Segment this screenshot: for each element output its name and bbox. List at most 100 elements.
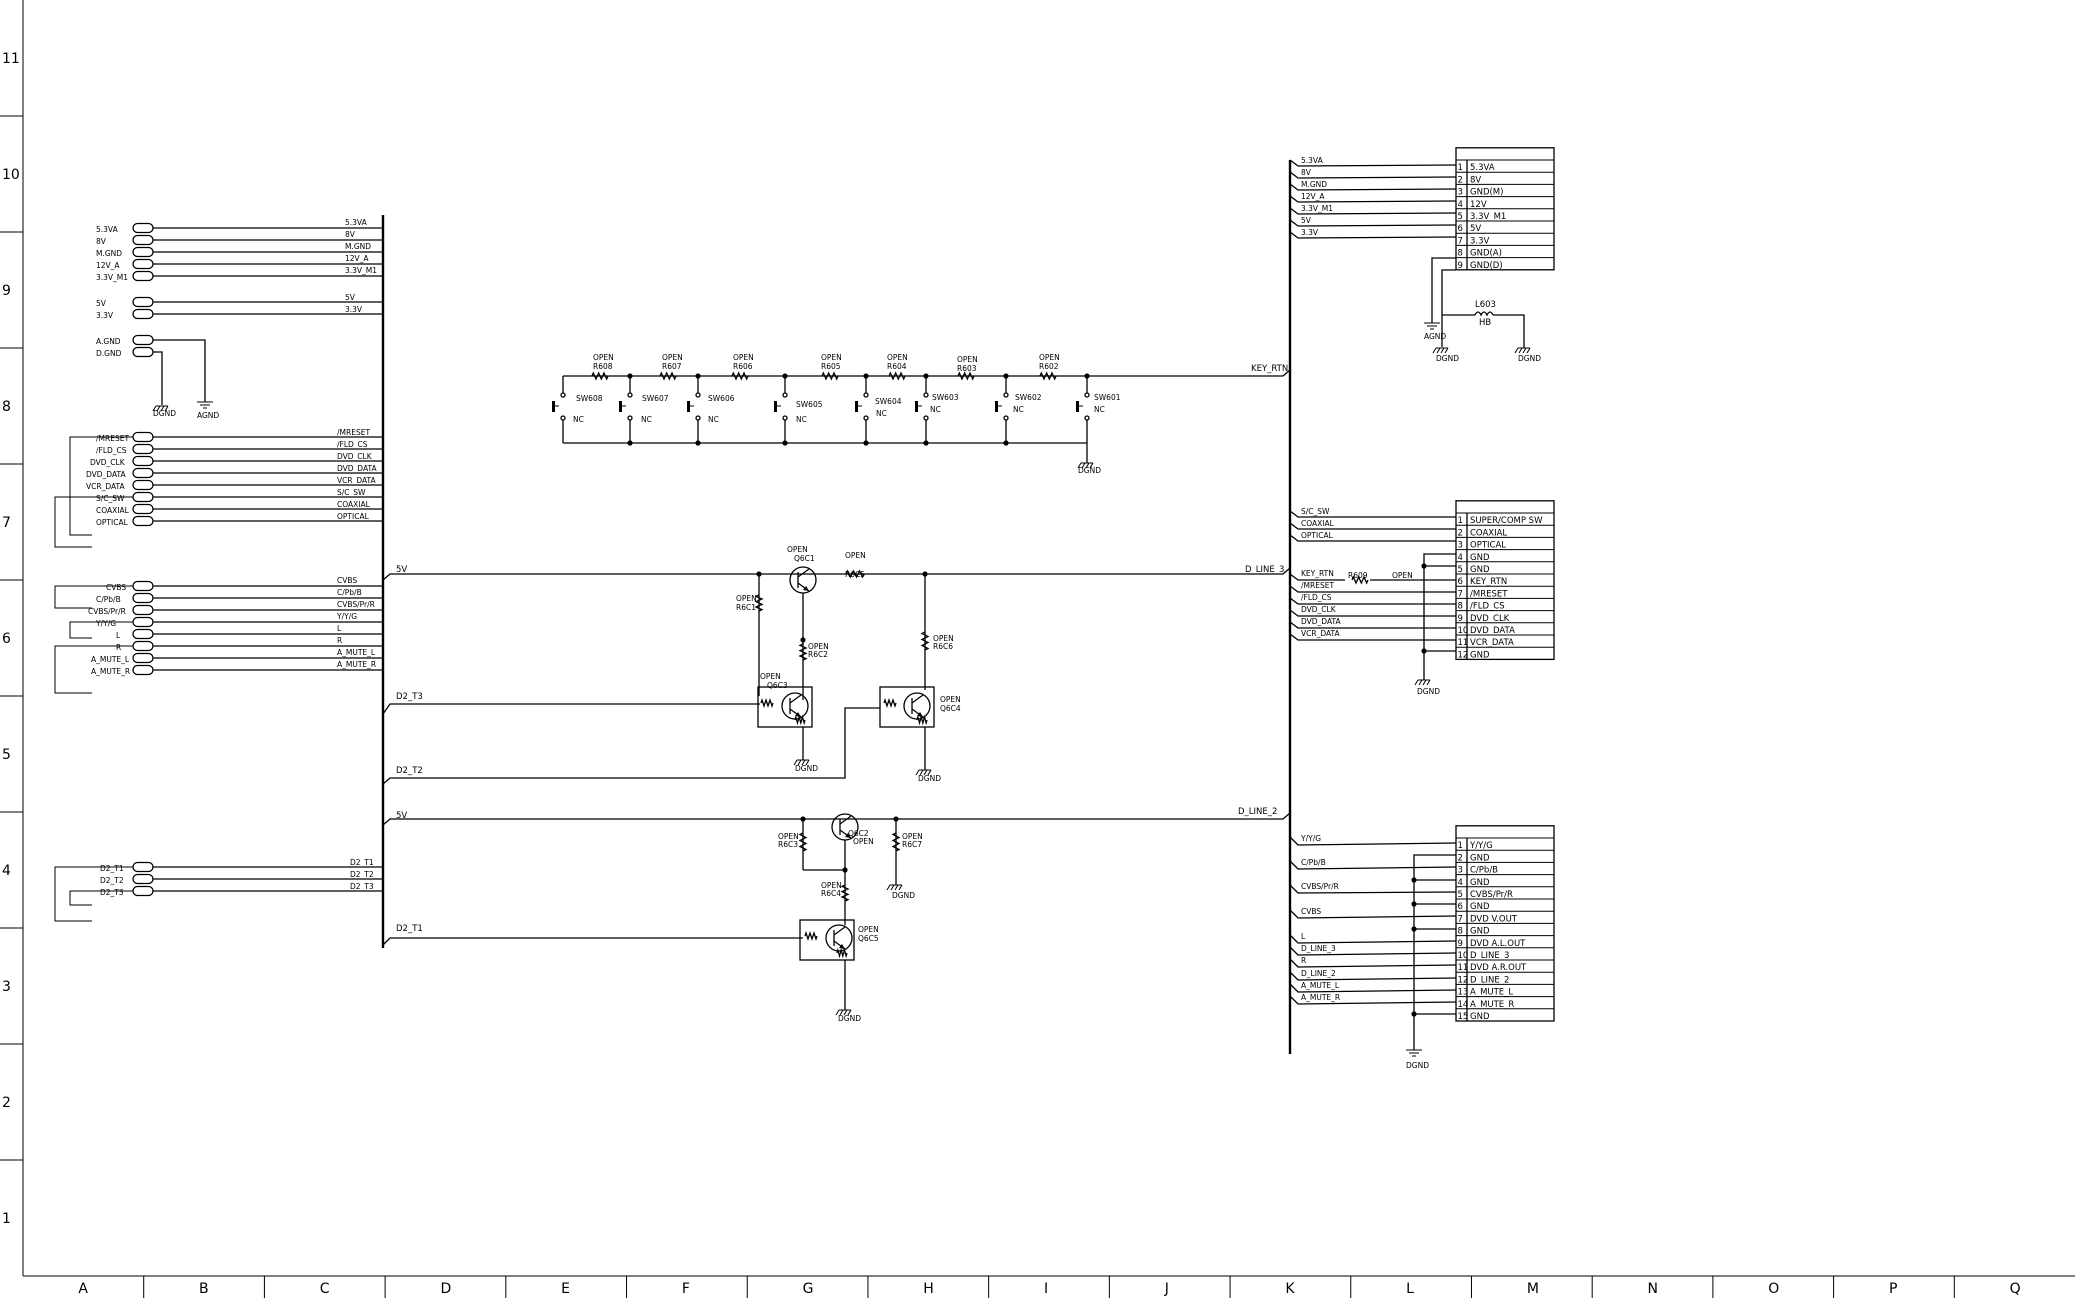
ground-symbol	[1414, 679, 1431, 686]
ground-hatch	[1432, 347, 1437, 354]
wire-label: DVD_DATA	[1301, 617, 1341, 626]
5v-rail	[382, 812, 1291, 826]
r6c2-value: OPEN	[808, 642, 829, 651]
pin-name: 3.3V_M1	[1470, 212, 1506, 222]
bus-label: A_MUTE_R	[337, 660, 376, 669]
pin-name: GND	[1470, 565, 1490, 575]
switch-ref: SW603	[932, 393, 959, 402]
circuit-d-line-2: 5V D_LINE_2 D2_T1 Q6C2 OPEN OPEN R6C3 OP…	[382, 807, 1291, 1023]
switch-contact	[695, 415, 701, 421]
r6c4-value: OPEN	[821, 881, 842, 890]
resistor-symbol	[845, 569, 865, 579]
switch-ref: SW606	[708, 394, 735, 403]
5v-rail	[382, 567, 1291, 581]
resistor-symbol	[659, 371, 677, 381]
pin-number: 5	[1458, 890, 1463, 900]
bus-label: 3.3V	[345, 305, 363, 314]
ground-hatch	[894, 884, 899, 891]
pin-name: GND	[1470, 878, 1490, 888]
video-connector-section: Y/Y/G C/Pb/B CVBS/Pr/R CVBS L R D_LINE_3…	[1300, 834, 1429, 1070]
pin-number: 5	[1458, 565, 1463, 575]
agnd-wire	[153, 339, 206, 402]
resistor-symbol	[804, 930, 818, 942]
pin-name: DVD_DATA	[1470, 626, 1515, 636]
gnd-wire	[1423, 553, 1456, 680]
wire-label: COAXIAL	[1301, 519, 1335, 528]
pin-name: GND(A)	[1470, 249, 1502, 259]
switch-contact	[863, 392, 869, 398]
dgnd-label: DGND	[795, 764, 818, 773]
transistor-body	[825, 924, 853, 952]
wire-label: 3.3V	[1301, 228, 1319, 237]
resistor-symbol	[916, 714, 928, 726]
transistor-q6c5	[825, 924, 853, 952]
power-wire	[1289, 195, 1457, 203]
pin-name: D_LINE_2	[1470, 975, 1509, 985]
power-wire	[1289, 231, 1457, 239]
video-wire	[1289, 995, 1457, 1005]
power2-input-group: 5V 3.3V 5V 3.3V	[96, 293, 363, 320]
switch-contact	[1003, 392, 1009, 398]
resistor-value: OPEN	[887, 353, 908, 362]
ground-hatch	[1522, 347, 1527, 354]
pin-name: DVD A.R.OUT	[1470, 963, 1527, 973]
switch-contact	[627, 392, 633, 398]
transistor-collector	[839, 815, 852, 825]
ground-hatch	[927, 769, 932, 776]
bus-label: L	[337, 624, 342, 633]
control-wire	[1289, 621, 1456, 629]
ground-hatch	[839, 1009, 844, 1016]
wire-label: 5.3VA	[1301, 156, 1324, 165]
wire-label: 8V	[1301, 168, 1312, 177]
conn-label: A.GND	[96, 337, 121, 346]
connector-pin	[132, 861, 154, 873]
pin-number: 1	[1458, 841, 1463, 851]
pin-number: 1	[1458, 163, 1463, 173]
control-wire	[1289, 534, 1456, 542]
pin-number: 2	[1458, 175, 1463, 185]
column-label: O	[1768, 1281, 1779, 1297]
transistor-q6c4	[903, 692, 931, 720]
connector-pin	[132, 222, 154, 234]
pin-name: GND	[1470, 902, 1490, 912]
pin-name: A_MUTE_L	[1470, 988, 1513, 998]
analog-ground-symbol	[197, 401, 213, 409]
q6c3-ref: Q6C3	[767, 681, 788, 690]
pin-number: 10	[1458, 626, 1469, 636]
switch-note: NC	[930, 405, 941, 414]
switch-button	[1076, 401, 1079, 412]
pin-number: 1	[1458, 516, 1463, 526]
ground-hatch	[160, 405, 165, 412]
control-connector-section: S/C_SW COAXIAL OPTICAL KEY_RTN /MRESET /…	[1301, 507, 1440, 696]
dgnd-label: DGND	[1436, 354, 1459, 363]
r6c4-ref: R6C4	[821, 889, 841, 898]
transistor-body	[831, 813, 859, 841]
video-wire	[1289, 971, 1457, 981]
ground-hatch	[1081, 462, 1086, 469]
pin-number: 11	[1458, 638, 1469, 648]
junction-dot	[1411, 926, 1417, 932]
pin-number: 2	[1458, 853, 1463, 863]
pin-number: 5	[1458, 212, 1463, 222]
r609-ref: R609	[1348, 571, 1368, 580]
connector-pin	[132, 467, 154, 479]
wire-label: OPTICAL	[1301, 531, 1334, 540]
transistor-arrow	[839, 944, 845, 949]
pin-number: 10	[1458, 951, 1469, 961]
pin-name: CVBS/Pr/R	[1470, 890, 1513, 900]
switch-ref: SW604	[875, 397, 902, 406]
switch-contact	[695, 392, 701, 398]
pin-name: /FLD_CS	[1470, 602, 1505, 612]
ground-hatch	[1089, 462, 1094, 469]
video-wire	[1289, 884, 1457, 894]
ground-symbol	[793, 759, 810, 766]
conn-label: Y/Y/G	[95, 619, 116, 628]
ground-hatch	[923, 769, 928, 776]
conn-label: 5.3VA	[96, 225, 119, 234]
transistor-box	[757, 686, 813, 728]
wire-label: VCR_DATA	[1301, 629, 1341, 638]
loop-wire	[54, 645, 133, 694]
column-label: I	[1044, 1281, 1048, 1297]
